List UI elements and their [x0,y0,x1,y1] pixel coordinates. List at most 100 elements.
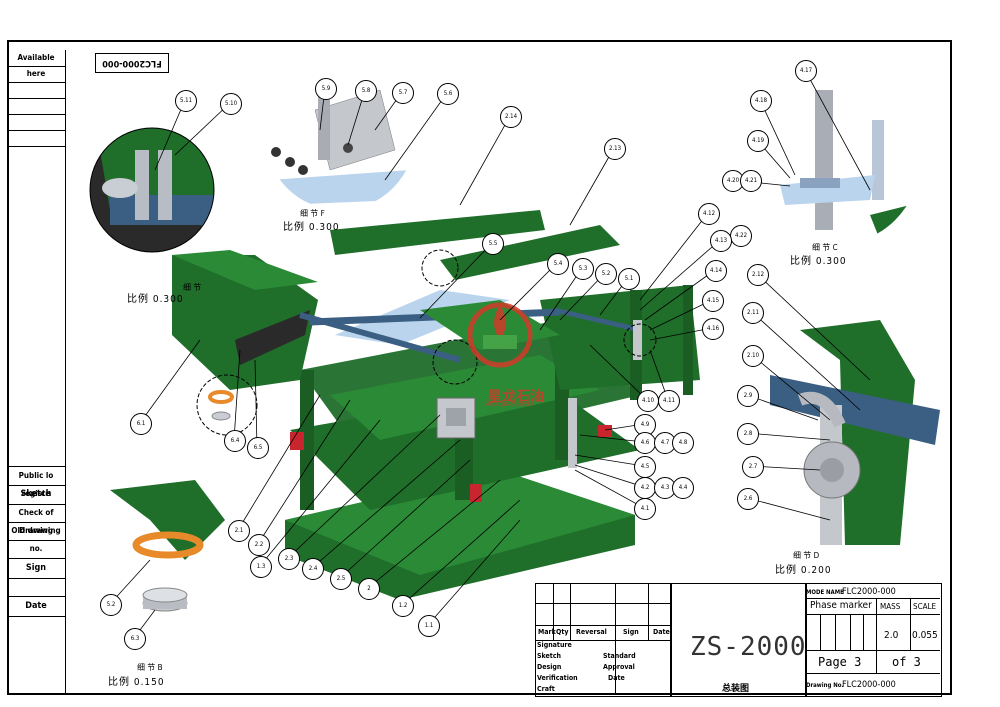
leader-lines [109,69,871,639]
date-row-label: Date [608,674,625,682]
balloon-callout: 4.14 [705,260,727,282]
balloon-callout: 2.6 [737,488,759,510]
mass-label: MASS [880,602,901,611]
balloon-callout: 4.17 [795,60,817,82]
blank-row [7,130,65,147]
drawing-frame [7,40,952,695]
balloon-callout: 2.7 [742,456,764,478]
detail-b-label: 细 节 B [137,663,163,672]
balloon-callout: 4.16 [702,318,724,340]
balloon-callout: 2.3 [278,548,300,570]
balloon-callout: 6.1 [130,413,152,435]
blank-row [7,114,65,131]
blank-row [7,82,65,99]
detail-f-label: 细 节 F [300,209,325,218]
blank-row [7,98,65,115]
rev-header-date: Date [653,628,670,636]
scale-label: SCALE [913,602,937,611]
balloon-callout: 4.10 [637,390,659,412]
detail-d-view [765,320,940,545]
watermark-en: XINGLONG ENGINEER [485,402,534,408]
balloon-callout: 2.1 [228,520,250,542]
balloon-callout: 5.2 [100,594,122,616]
balloon-callout: 4.6 [634,432,656,454]
public-registry-label: Public lo registe [7,466,65,498]
sign-label: Sign [7,558,65,579]
blank-row [7,66,65,83]
detail-a-label: 细 节 [183,283,202,292]
verification-label: Verification [537,674,578,682]
detail-c-view [780,90,920,240]
old-drawing-label: Old drawing no. [7,522,65,553]
drawing-title: ZS-2000 [690,632,807,662]
info-block [805,583,942,697]
phase-marker-label: Phase marker [810,600,872,611]
main-assembly [172,210,700,600]
signature-label: Signature [537,641,572,649]
balloon-callout: 4.5 [634,456,656,478]
balloon-callout: 5.10 [220,93,242,115]
blank-row [7,540,65,559]
left-info-column: Available here Public lo registe Sketch … [7,50,66,695]
detail-c-label: 细 节 C [812,243,838,252]
balloon-callout: 4.19 [747,130,769,152]
approval-label: Approval [603,663,635,671]
sketch-row-label: Sketch [537,652,562,660]
balloon-callout: 4.22 [730,225,752,247]
mode-name: FLC2000-000 [842,587,896,597]
balloon-callout: 5.7 [392,82,414,104]
detail-c-scale: 比例 0.300 [790,256,847,267]
page-label: Page 3 [818,655,862,669]
watermark-logo [467,302,533,368]
balloon-callout: 4.21 [740,170,762,192]
detail-f-scale: 比例 0.300 [283,222,340,233]
balloon-callout: 4.7 [654,432,676,454]
craft-label: Craft [537,685,555,693]
balloon-callout: 4.8 [672,432,694,454]
page-of-label: of 3 [892,655,921,669]
balloon-callout: 2.10 [742,345,764,367]
drawing-subtitle: 总装图 [722,684,750,694]
detail-b-view [110,480,225,612]
detail-b-scale: 比例 0.150 [108,677,165,688]
balloon-callout: 1.3 [250,556,272,578]
balloon-callout: 5.2 [595,263,617,285]
balloon-callout: 4.15 [702,290,724,312]
drawing-no-label: Drawing No. [806,682,844,689]
standard-label: Standard [603,652,636,660]
balloon-callout: 4.13 [710,230,732,252]
balloon-callout: 5.1 [618,268,640,290]
balloon-callout: 2 [358,578,380,600]
detail-d-label: 细 节 D [793,551,820,560]
balloon-callout: 5.11 [175,90,197,112]
balloon-callout: 6.5 [247,437,269,459]
drawing-title-cell [670,583,807,697]
balloon-callout: 1.1 [418,615,440,637]
mode-name-label: MODE NAME [806,589,844,596]
check-drawing-label: Check of Drawing [7,504,65,535]
balloon-callout: 5.3 [572,258,594,280]
balloon-callout: 2.9 [737,385,759,407]
balloon-callout: 4.18 [750,90,772,112]
detail-d-scale: 比例 0.200 [775,565,832,576]
scale-value: 0.055 [912,630,938,641]
rev-header-reversal: Reversal [576,628,607,636]
balloon-callout: 5.9 [315,78,337,100]
drawing-no: FLC2000-000 [842,680,896,690]
balloon-callout: 2.12 [747,264,769,286]
balloon-callout: 6.3 [124,628,146,650]
rev-header-qty: Qty [556,628,569,636]
balloon-callout: 5.6 [437,83,459,105]
balloon-callout: 2.8 [737,423,759,445]
balloon-callout: 5.5 [482,233,504,255]
balloon-callout: 2.2 [248,534,270,556]
detail-f-view [270,89,410,205]
detail-a-scale: 比例 0.300 [127,294,184,305]
balloon-callout: 4.2 [634,477,656,499]
balloon-callout: 1.2 [392,595,414,617]
balloon-callout: 4.12 [698,203,720,225]
balloon-callout: 4.1 [634,498,656,520]
sketch-label: Sketch [7,484,65,505]
rev-header-mark: Mark [538,628,556,636]
balloon-callout: 2.4 [302,558,324,580]
